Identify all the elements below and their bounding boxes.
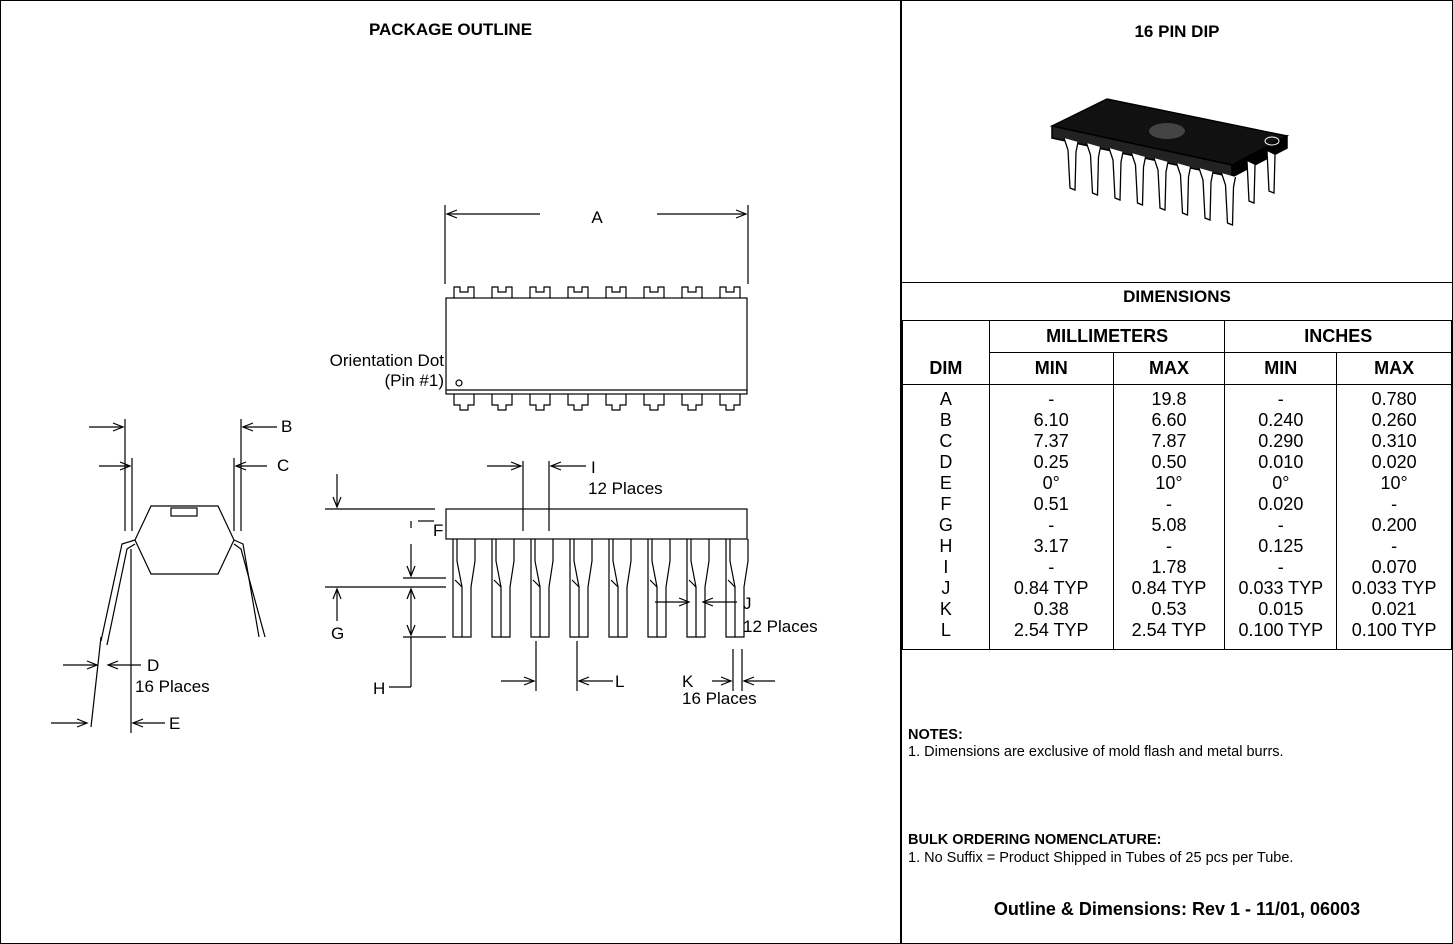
pin [567, 394, 589, 411]
side-view [325, 461, 775, 691]
label-i: I [591, 458, 596, 477]
ic-body-side [445, 508, 748, 540]
notes-title: NOTES: [908, 727, 963, 743]
pin [618, 539, 632, 638]
pin [657, 539, 671, 638]
dip-package-illustration [1049, 98, 1290, 226]
pin [735, 539, 749, 638]
package-outline-panel: PACKAGE OUTLINE A Orientation Dot [1, 1, 902, 943]
pin [681, 394, 703, 411]
pin [495, 539, 502, 588]
label-f: F [433, 521, 443, 540]
pin [605, 394, 627, 411]
specification-panel: 16 PIN DIP DIMENSIONS MILLIMETERS [902, 1, 1452, 943]
pin [534, 539, 541, 588]
pin [719, 286, 741, 298]
label-12-places-i: 12 Places [588, 479, 663, 498]
pin [612, 539, 619, 588]
millimeters-header: MILLIMETERS [988, 320, 1226, 353]
pin [651, 539, 658, 588]
label-k: K [682, 672, 694, 691]
top-view [444, 205, 749, 411]
pin [462, 539, 476, 638]
in-min-header: MIN [1224, 352, 1338, 385]
pin [501, 539, 515, 638]
pin [643, 394, 665, 411]
pin [719, 394, 741, 411]
notes-section: NOTES: 1. Dimensions are exclusive of mo… [908, 727, 1448, 761]
pin1-label: (Pin #1) [384, 371, 444, 390]
orientation-dot-label: Orientation Dot [330, 351, 445, 370]
pin [453, 394, 475, 411]
pin [729, 539, 736, 588]
package-outline-drawing: A Orientation Dot (Pin #1) [51, 205, 818, 733]
pin [529, 286, 551, 298]
label-b: B [281, 417, 292, 436]
label-d: D [147, 656, 159, 675]
pin [643, 286, 665, 298]
in-max-header: MAX [1336, 352, 1452, 385]
pin [681, 286, 703, 298]
table-row: G-5.08-0.200 [902, 515, 1452, 536]
label-j: J [743, 594, 752, 613]
label-g: G [331, 624, 344, 643]
top-view-pins-lower [453, 394, 741, 411]
pin [605, 286, 627, 298]
pin [529, 394, 551, 411]
pin [540, 539, 554, 638]
top-view-pins-upper [453, 286, 741, 298]
dimensions-table: MILLIMETERS INCHES DIM MIN MAX MIN MAX A… [902, 320, 1452, 650]
label-a: A [591, 208, 603, 227]
label-12-places-j: 12 Places [743, 617, 818, 636]
label-h: H [373, 679, 385, 698]
pin [456, 539, 463, 588]
pin [491, 286, 513, 298]
mm-min-header: MIN [988, 352, 1114, 385]
package-type-title: 16 PIN DIP [1134, 22, 1220, 41]
pin [690, 539, 697, 588]
label-e: E [169, 714, 180, 733]
label-c: C [277, 456, 289, 475]
pin [453, 286, 475, 298]
inches-header: INCHES [1224, 320, 1452, 353]
revision-label: Outline & Dimensions: Rev 1 - 11/01, 060… [993, 899, 1361, 919]
ic-body-top [445, 297, 748, 395]
pin [573, 539, 580, 588]
dimensions-title: DIMENSIONS [1123, 287, 1231, 306]
table-row: I-1.78-0.070 [902, 557, 1452, 578]
end-view [51, 419, 277, 733]
bulk-ordering-section: BULK ORDERING NOMENCLATURE: 1. No Suffix… [908, 831, 1453, 867]
side-view-pins [452, 539, 749, 638]
orientation-dot [455, 379, 463, 387]
label-16-places-d: 16 Places [135, 677, 210, 696]
pin [579, 539, 593, 638]
label-l: L [615, 672, 624, 691]
note-item: 1. Dimensions are exclusive of mold flas… [908, 744, 1284, 760]
bulk-ordering-title: BULK ORDERING NOMENCLATURE: [908, 832, 1162, 848]
mm-max-header: MAX [1112, 352, 1226, 385]
pin [567, 286, 589, 298]
table-row: A-19.8-0.780 [902, 384, 1452, 410]
package-outline-title: PACKAGE OUTLINE [368, 20, 533, 39]
bulk-ordering-item: 1. No Suffix = Product Shipped in Tubes … [908, 850, 1294, 866]
dim-header: DIM [902, 352, 990, 385]
pin [491, 394, 513, 411]
pin [696, 539, 710, 638]
dim-header-empty [902, 320, 990, 353]
label-16-places-k: 16 Places [682, 689, 757, 708]
